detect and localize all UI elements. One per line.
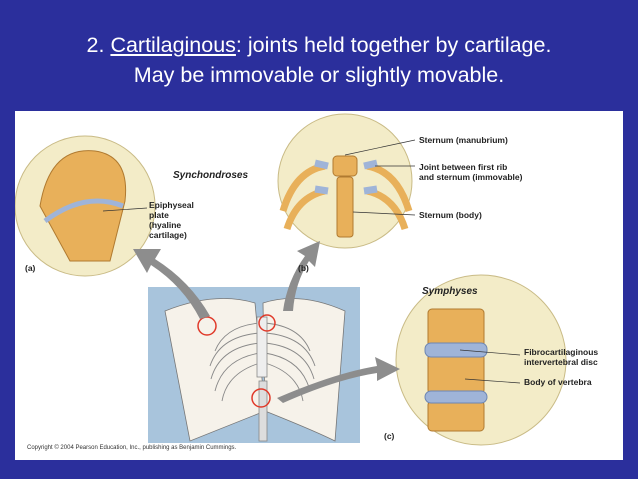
copyright: Copyright © 2004 Pearson Education, Inc.…	[27, 445, 237, 451]
anatomy-illustration	[15, 113, 567, 446]
sternum-body	[336, 176, 354, 238]
slide-title: 2. Cartilaginous: joints held together b…	[0, 30, 638, 90]
marker-b	[258, 314, 276, 332]
disc-1	[424, 342, 488, 358]
marker-a	[197, 316, 217, 336]
leader-lines	[102, 139, 521, 384]
manubrium	[332, 155, 358, 177]
title-term: Cartilaginous	[110, 33, 236, 57]
label-sternum-body: Sternum (body)	[419, 210, 482, 220]
epiphyseal-plate-shape	[43, 198, 124, 224]
marker-c	[251, 388, 271, 408]
costal-cartilage	[314, 159, 378, 195]
label-synchondroses: Synchondroses	[173, 170, 249, 181]
arrows	[133, 241, 400, 403]
disc-2	[424, 390, 488, 404]
bone-head	[39, 150, 127, 262]
vertebra-3	[427, 400, 485, 432]
label-panel-c: (c)	[384, 431, 395, 441]
label-joint-rib: Joint between first rib and sternum (imm…	[419, 162, 523, 182]
title-number: 2.	[86, 33, 111, 57]
vertebra-2	[427, 353, 485, 395]
sternum-small	[256, 316, 268, 378]
label-panel-a: (a)	[25, 263, 36, 273]
label-epiphyseal: Epiphyseal plate (hyaline cartilage)	[149, 200, 194, 240]
figure-panel: Synchondroses Epiphyseal plate (hyaline …	[15, 111, 623, 460]
label-sternum-manubrium: Sternum (manubrium)	[419, 135, 508, 145]
title-rest: : joints held together by cartilage.	[235, 33, 552, 57]
label-fibro: Fibrocartilaginous intervertebral disc	[524, 347, 599, 367]
label-symphyses: Symphyses	[422, 286, 478, 297]
ribs	[209, 322, 316, 402]
title-line-1: 2. Cartilaginous: joints held together b…	[0, 30, 638, 60]
spine-small	[258, 380, 268, 442]
title-line-2: May be immovable or slightly movable.	[133, 63, 505, 87]
label-body-vertebra: Body of vertebra	[524, 377, 592, 387]
label-panel-b: (b)	[298, 263, 309, 273]
